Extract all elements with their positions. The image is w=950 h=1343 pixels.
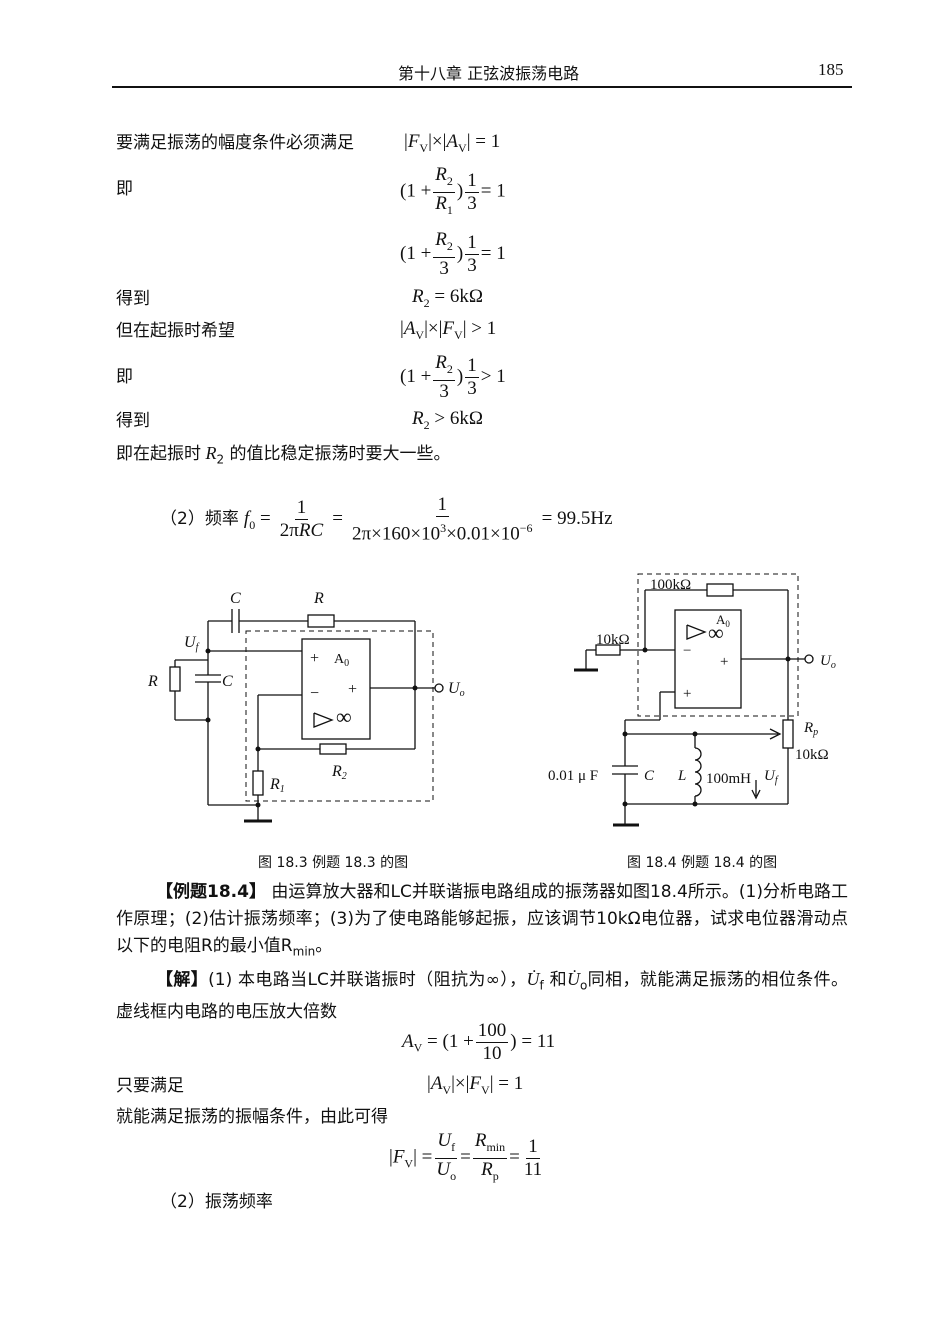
svg-text:+: + [348, 681, 357, 698]
solution-text2: 和 [549, 970, 567, 990]
freq-label: （2）频率 [160, 509, 239, 530]
ji-label-1: 即 [116, 179, 133, 199]
figure-18-3-circuit: C R Uf R C + A0 − + ∞ Uo R2 R1 [147, 590, 465, 823]
svg-text:R2: R2 [331, 763, 347, 782]
svg-text:C: C [222, 673, 233, 690]
svg-text:∞: ∞ [708, 620, 724, 645]
header-rule [112, 86, 852, 88]
svg-text:C: C [230, 590, 241, 607]
fig-18-4-caption: 图 18.4 例题 18.4 的图 [627, 855, 778, 871]
svg-text:R1: R1 [269, 776, 285, 795]
hope-label: 但在起振时希望 [116, 321, 235, 341]
conclusion-line: 即在起振时 R2 的值比稳定振荡时要大一些。 [116, 443, 451, 467]
svg-text:∞: ∞ [336, 704, 352, 729]
freq-value: = 99.5Hz [541, 508, 613, 530]
svg-text:C: C [644, 768, 655, 784]
dedao-label-1: 得到 [116, 289, 150, 309]
svg-text:Uo: Uo [820, 653, 836, 671]
svg-text:A0: A0 [334, 652, 349, 669]
osc-frequency-label: （2）振荡频率 [160, 1192, 273, 1212]
fig184-r10k-label: 10kΩ [596, 632, 630, 648]
svg-text:Uf: Uf [764, 768, 779, 786]
svg-text:Uf: Uf [184, 634, 200, 653]
page-number: 185 [818, 60, 844, 79]
svg-text:Rp: Rp [803, 720, 818, 738]
eq-av-fv-gt1: |AV|×|FV| > 1 [400, 318, 497, 342]
solution-tag: 【解】 [156, 970, 209, 990]
fig184-ind-label: 100mH [706, 771, 751, 787]
svg-text:+: + [720, 654, 728, 670]
solution-paragraph: 【解】(1) 本电路当LC并联谐振时（阻抗为∞），U̇f 和U̇o同相，就能满足… [116, 969, 849, 1023]
example-18-4-paragraph: 【例题18.4】 由运算放大器和LC并联谐振电路组成的振荡器如图18.4所示。(… [116, 879, 848, 965]
av-value: ) = 11 [510, 1030, 556, 1052]
dedao-label-2: 得到 [116, 411, 150, 431]
svg-text:−: − [683, 643, 691, 659]
r2-eq-value: = 6kΩ [434, 286, 483, 307]
figure-18-4-circuit: 100kΩ 10kΩ A0 ∞ − + + Uo Rp 10kΩ 0.01 μ … [548, 573, 836, 827]
chapter-header: 第十八章 正弦波振荡电路 [398, 64, 580, 83]
r2-gt-value: > 6kΩ [434, 408, 483, 429]
ji-label-2: 即 [116, 367, 133, 387]
fig184-pot-label: 10kΩ [795, 747, 829, 763]
solution-text1: (1) 本电路当LC并联谐振时（阻抗为∞）， [208, 970, 527, 990]
svg-text:R: R [147, 673, 158, 690]
example-text: 由运算放大器和LC并联谐振电路组成的振荡器如图18.4所示。(1)分析电路工作原… [116, 882, 848, 956]
eq-r2-gt-6k: R2 > 6kΩ [412, 408, 483, 432]
solution-text3: 同相，就能满足振荡的相位条件。虚线框内电路的电压放大倍数 [116, 970, 849, 1023]
svg-text:+: + [310, 650, 319, 667]
example-sub: min [292, 944, 316, 959]
example-tag: 【例题18.4】 [156, 882, 266, 902]
amplitude-condition-text: 就能满足振荡的振幅条件，由此可得 [116, 1107, 388, 1127]
fig184-cap-label: 0.01 μ F [548, 768, 598, 784]
conclusion-b: 的值比稳定振荡时要大一些。 [229, 444, 451, 464]
fig-18-3-caption: 图 18.3 例题 18.3 的图 [258, 855, 409, 871]
eq-r2-6k: R2 = 6kΩ [412, 286, 483, 310]
fig184-r100k-label: 100kΩ [650, 577, 691, 593]
conclusion-a: 即在起振时 [116, 444, 201, 464]
svg-text:−: − [310, 685, 319, 702]
svg-text:+: + [683, 686, 691, 702]
only-need-label: 只要满足 [116, 1076, 184, 1096]
eq-av-fv-1: |AV|×|FV| = 1 [427, 1073, 524, 1097]
svg-text:Uo: Uo [448, 680, 465, 699]
svg-text:R: R [313, 590, 324, 607]
amplitude-condition-label: 要满足振荡的幅度条件必须满足 [116, 133, 354, 153]
svg-text:L: L [677, 768, 686, 784]
example-end: 。 [315, 936, 333, 956]
eq-fv-av-1: |FV|×|AV| = 1 [404, 131, 501, 155]
